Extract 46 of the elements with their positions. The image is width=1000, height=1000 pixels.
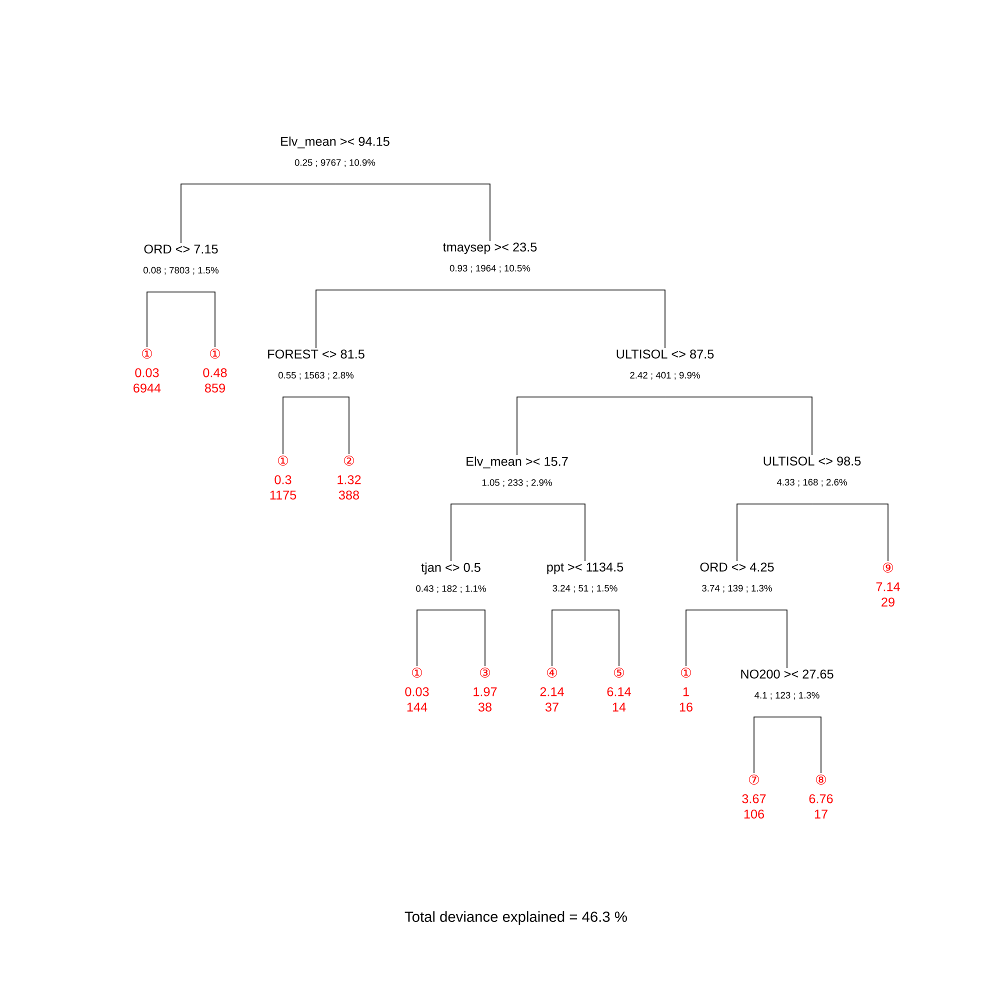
leaf-node-text: ⑨ 7.14 29 (876, 562, 900, 607)
leaf-node-text: ① 0.03 144 (405, 668, 429, 712)
tree-branch (686, 610, 738, 666)
leaf-node-text: ⑦ 3.67 106 (742, 774, 766, 819)
leaf-node-text: ① 0.3 1175 (270, 456, 296, 500)
tree-branch (584, 610, 620, 666)
split-node-text: ULTISOL <> 87.5 2.42 ; 401 ; 9.9% (616, 350, 714, 380)
tree-branch (812, 504, 888, 562)
split-node-text: tjan <> 0.5 0.43 ; 182 ; 1.1% (416, 562, 486, 593)
tree-branch (516, 504, 586, 562)
leaf-node-text: ① 0.03 6944 (134, 348, 161, 393)
tree-branch (180, 184, 336, 244)
leaf-node-text: ⑧ 6.76 17 (809, 774, 833, 818)
split-node-text: NO200 >< 27.65 4.1 ; 123 ; 1.3% (741, 670, 834, 700)
split-node-text: ULTISOL <> 98.5 4.33 ; 168 ; 2.6% (764, 456, 861, 487)
tree-branch (450, 504, 518, 562)
tree-branch (786, 716, 822, 774)
leaf-node-text: ③ 1.97 38 (474, 668, 497, 712)
tree-branch (552, 610, 586, 666)
tree-branch (490, 290, 666, 348)
caption: Total deviance explained = 46.3 % (404, 911, 627, 925)
tree-branch (736, 610, 788, 668)
leaf-node-text: ① 1 16 (680, 668, 692, 712)
leaf-node-text: ② 1.32 388 (338, 456, 361, 500)
tree-branch (334, 184, 490, 242)
split-node-text: FOREST <> 81.5 0.55 ; 1563 ; 2.8% (268, 350, 364, 380)
tree-branch (146, 292, 182, 348)
split-node-text: Elv_mean >< 94.15 0.25 ; 9767 ; 10.9% (281, 136, 390, 167)
leaf-node-text: ④ 2.14 37 (540, 668, 564, 712)
tree-branch (180, 292, 216, 348)
tree-branch (516, 396, 666, 456)
tree-branch (736, 504, 812, 562)
tree-branch (664, 396, 812, 456)
tree-branch (416, 610, 452, 666)
tree-branch (450, 610, 486, 666)
tree-branch (316, 396, 350, 454)
leaf-node-text: ① 0.48 859 (203, 348, 227, 393)
split-node-text: ORD <> 7.15 0.08 ; 7803 ; 1.5% (143, 244, 219, 275)
split-node-text: Elv_mean >< 15.7 1.05 ; 233 ; 2.9% (466, 456, 568, 487)
tree-branch (754, 716, 788, 774)
split-node-text: ORD <> 4.25 3.74 ; 139 ; 1.3% (700, 562, 774, 593)
tree-branch (282, 396, 316, 454)
tree-branch (316, 290, 490, 348)
split-node-text: tmaysep >< 23.5 0.93 ; 1964 ; 10.5% (443, 242, 537, 273)
split-node-text: ppt >< 1134.5 3.24 ; 51 ; 1.5% (547, 562, 624, 593)
leaf-node-text: ⑤ 6.14 14 (607, 668, 631, 712)
